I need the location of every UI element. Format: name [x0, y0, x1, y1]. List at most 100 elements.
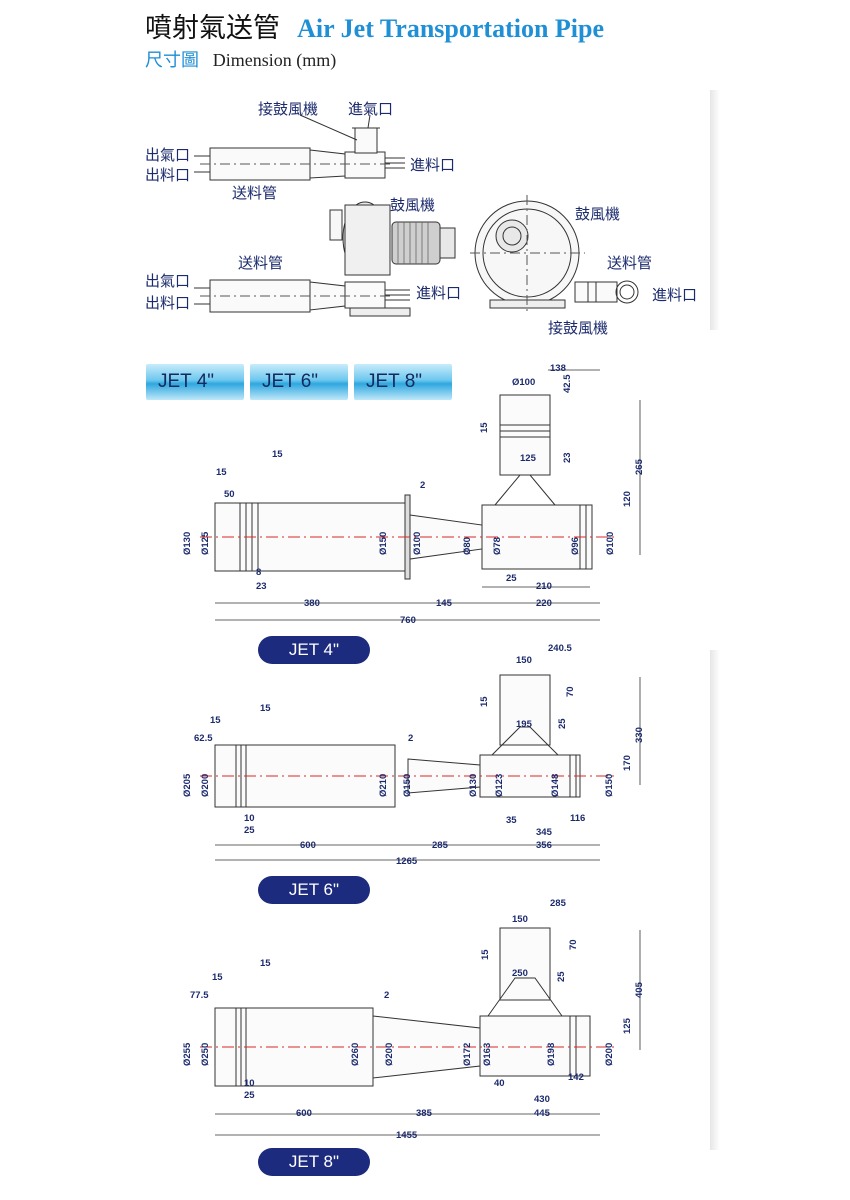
page-subtitle: 尺寸圖 Dimension (mm): [145, 46, 336, 72]
dim-label: 330: [634, 727, 645, 743]
dim-label: 195: [516, 719, 533, 730]
dim-label: 15: [479, 696, 490, 707]
dim-label: 138: [550, 363, 566, 374]
label-material-inlet-right: 進料口: [652, 286, 697, 304]
dim-label: 15: [216, 467, 227, 478]
dim-label: Ø100: [605, 532, 616, 555]
dim-label: 25: [506, 573, 517, 584]
dim-label: 210: [536, 581, 552, 592]
dim-label: 15: [272, 449, 283, 460]
dim-label: Ø150: [378, 532, 389, 555]
dim-label: 345: [536, 827, 553, 838]
dim-label: 2: [408, 733, 413, 744]
dim-label: 40: [494, 1078, 505, 1089]
label-blower-fitting-right: 接鼓風機: [548, 319, 608, 337]
jet4-outline: [214, 394, 593, 580]
dim-label: 10: [244, 813, 255, 824]
dim-label: 15: [260, 958, 271, 969]
dim-label: 70: [568, 939, 579, 950]
dim-label: 1265: [396, 856, 418, 867]
dim-label: 15: [479, 422, 490, 433]
page-edge-shade: [710, 650, 720, 1150]
dim-label: Ø100: [512, 377, 535, 388]
tab-jet-6[interactable]: JET 6": [250, 364, 348, 400]
dim-label: 125: [520, 453, 537, 464]
dim-label: 760: [400, 615, 416, 626]
dim-label: 220: [536, 598, 552, 609]
dim-label: 250: [512, 968, 528, 979]
dim-label: 120: [622, 491, 633, 507]
label-blower-right: 鼓風機: [575, 205, 620, 223]
dim-label: Ø123: [494, 774, 505, 797]
overview-bottom-right-assembly: [470, 195, 639, 315]
label-material-inlet-left: 進料口: [416, 284, 461, 302]
dim-label: Ø78: [492, 537, 503, 555]
subtitle-chinese: 尺寸圖: [145, 50, 199, 71]
dim-label: 600: [296, 1108, 312, 1119]
dim-label: Ø198: [546, 1043, 557, 1066]
label-material-outlet-left: 出料口: [145, 294, 190, 312]
overview-top-assembly: [194, 114, 405, 181]
label-air-inlet: 進氣口: [348, 100, 393, 118]
dim-label: 8: [256, 567, 261, 578]
label-blower-left: 鼓風機: [390, 196, 435, 214]
dim-label: 15: [480, 949, 491, 960]
dim-label: 2: [420, 480, 425, 491]
dim-label: Ø255: [182, 1042, 193, 1066]
tab-jet-8[interactable]: JET 8": [354, 364, 452, 400]
overview-diagram: 接鼓風機 進氣口 出氣口 出料口 進料口 送料管 鼓風機 送料管 出氣口 出料口…: [145, 100, 697, 337]
dim-label: Ø260: [350, 1043, 361, 1066]
dim-label: Ø130: [468, 774, 479, 797]
overview-bottom-left-assembly: [194, 201, 456, 317]
dim-label: 125: [622, 1017, 633, 1034]
dim-label: 25: [556, 971, 567, 982]
title-chinese: 噴射氣送管: [145, 13, 280, 44]
dim-label: 145: [436, 598, 453, 609]
dim-label: 23: [562, 452, 573, 463]
dim-label: 385: [416, 1108, 433, 1119]
label-material-inlet: 進料口: [410, 156, 455, 174]
dim-label: 150: [512, 914, 528, 925]
label-conveying-pipe-right: 送料管: [607, 254, 652, 272]
dim-label: Ø96: [570, 537, 581, 555]
jet4-dimension-drawing: 138 Ø100 42.5 15 125 23 265 120 15 15 2 …: [182, 363, 645, 626]
jet6-dimension-drawing: 240.5 150 70 15 195 25 330 170 15 15 62.…: [182, 643, 645, 867]
dim-label: Ø172: [462, 1043, 473, 1066]
dim-label: 50: [224, 489, 235, 500]
dim-label: 240.5: [548, 643, 572, 654]
label-conveying-pipe-left: 送料管: [238, 254, 283, 272]
dim-label: 445: [534, 1108, 551, 1119]
dim-label: Ø150: [604, 774, 615, 797]
dim-label: 10: [244, 1078, 255, 1089]
dim-label: 25: [244, 1090, 255, 1101]
dim-label: 116: [570, 813, 585, 824]
jet4-dimension-lines: [215, 369, 641, 621]
dim-label: 265: [634, 458, 645, 475]
dim-label: 15: [260, 703, 271, 714]
dim-label: Ø210: [378, 774, 389, 797]
dim-label: 15: [212, 972, 223, 983]
page-edge-shade: [710, 90, 720, 330]
label-air-outlet-left: 出氣口: [145, 272, 190, 290]
jet6-outline: [214, 674, 581, 808]
dim-label: Ø125: [200, 531, 211, 555]
dim-label: 430: [534, 1094, 550, 1105]
page-title: 噴射氣送管 Air Jet Transportation Pipe: [145, 6, 604, 45]
dim-label: 35: [506, 815, 517, 826]
dim-label: 285: [550, 898, 567, 909]
dim-label: Ø200: [604, 1043, 615, 1066]
dim-label: Ø205: [182, 773, 193, 797]
jet8-dimension-drawing: 285 150 70 15 250 25 405 125 15 15 77.5 …: [182, 898, 645, 1141]
tab-jet-4[interactable]: JET 4": [146, 364, 244, 400]
dim-label: 405: [634, 981, 645, 998]
dim-label: Ø200: [384, 1043, 395, 1066]
dim-label: 380: [304, 598, 320, 609]
dim-label: 1455: [396, 1130, 418, 1141]
model-badge-jet6: JET 6": [258, 876, 370, 904]
dim-label: 62.5: [194, 733, 213, 744]
jet6-dimension-lines: [215, 677, 641, 861]
label-blower-fitting: 接鼓風機: [258, 100, 318, 118]
dim-label: 142: [568, 1072, 584, 1083]
label-material-outlet: 出料口: [145, 166, 190, 184]
dim-label: 15: [210, 715, 221, 726]
